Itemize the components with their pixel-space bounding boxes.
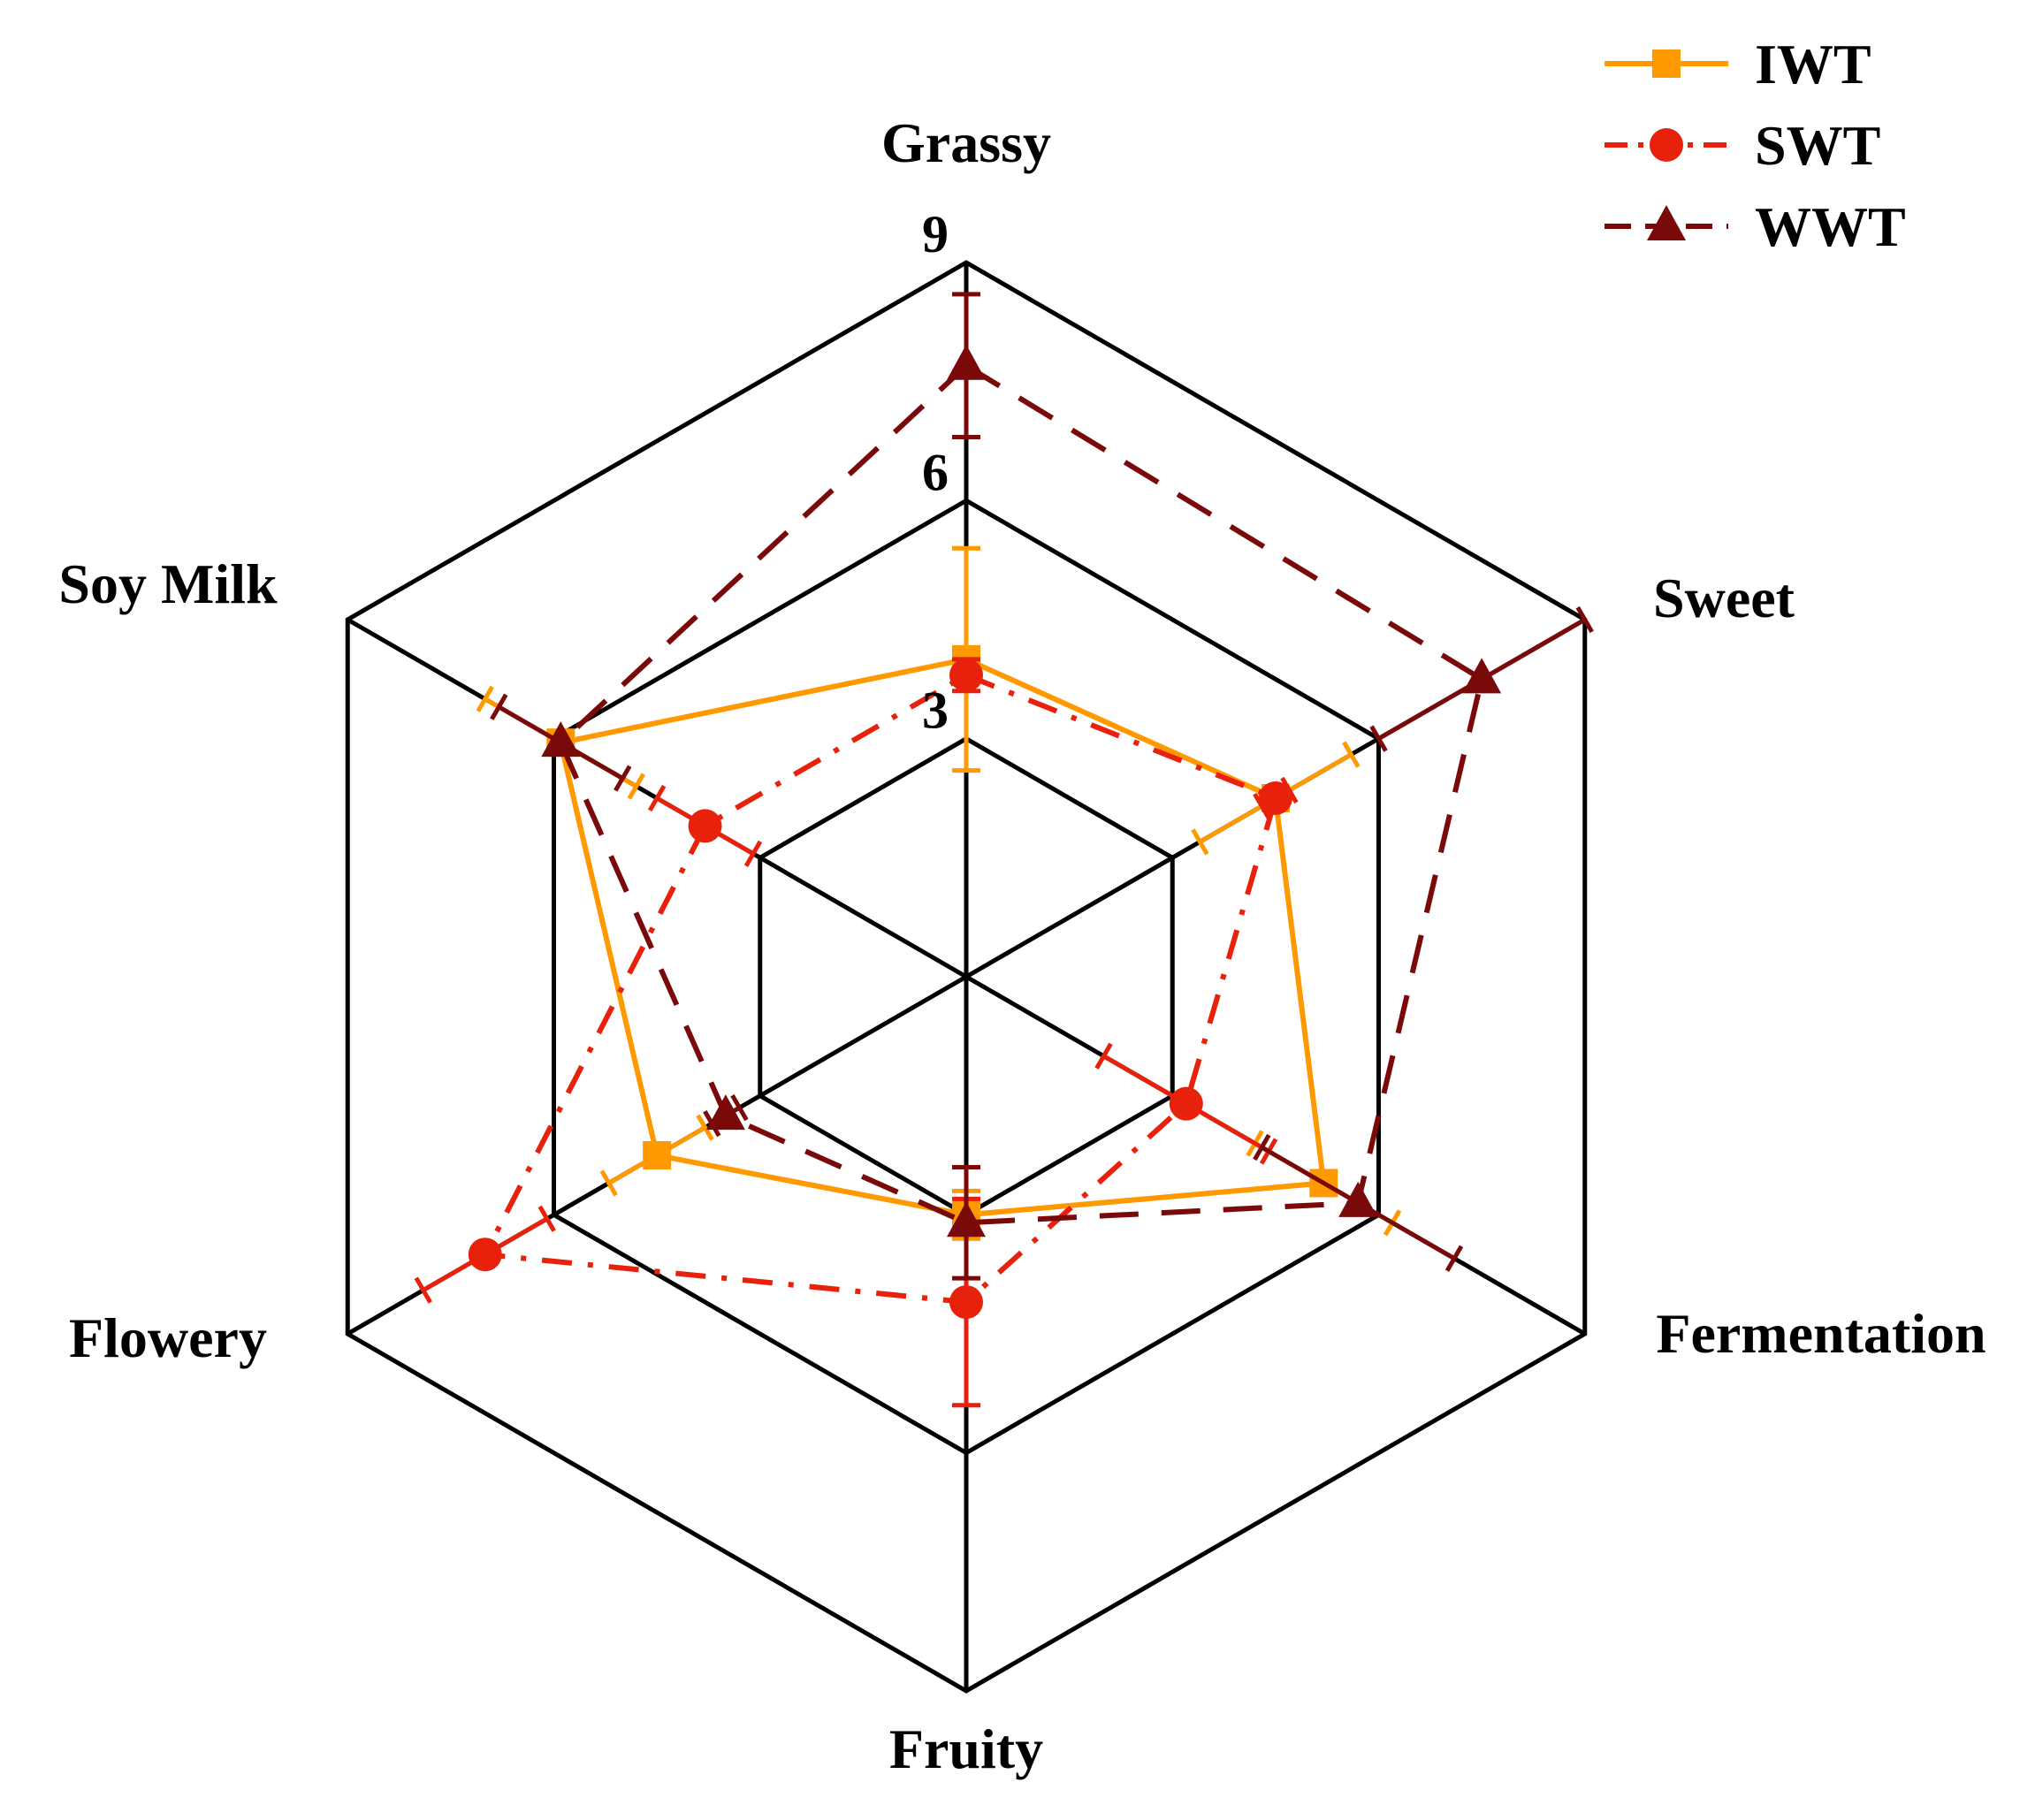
marker-wwt-grassy [947,344,986,380]
axis-label-flowery: Flowery [69,1306,267,1369]
error-cap-high-iwt-soy-milk [476,685,494,712]
tick-label-3: 3 [922,682,949,740]
tick-label-6: 6 [922,443,949,501]
series-iwt [476,545,1402,1241]
series-line-iwt [558,656,1327,1218]
series-swt [414,657,1299,1408]
error-cap-low-wwt-fermentation [1253,1133,1271,1161]
series-wwt [490,292,1594,1281]
series-line-wwt [558,362,1485,1226]
marker-wwt-sweet [1462,658,1502,694]
marker-iwt-flowery [643,1141,672,1169]
marker-swt-fermentation [1169,1086,1203,1121]
error-cap-low-swt-soy-milk [743,840,763,867]
marker-wwt-soy-milk [541,721,581,758]
marker-swt-soy-milk [688,809,722,843]
error-cap-low-wwt-sweet [1369,725,1388,752]
marker-swt-grassy [949,658,983,692]
error-cap-high-wwt-sweet [1575,605,1594,634]
axis-label-grassy: Grassy [881,111,1051,174]
marker-swt-flowery [468,1237,502,1272]
error-cap-high-swt-soy-milk [647,784,667,812]
legend-label-swt: SWT [1755,114,1880,177]
axis-label-sweet: Sweet [1653,567,1795,629]
error-cap-low-iwt-soy-milk [627,773,645,800]
error-cap-low-wwt-flowery [730,1094,749,1122]
marker-wwt-fermentation [1338,1181,1378,1217]
error-cap-low-iwt-sweet [1191,828,1209,856]
axis-label-soy-milk: Soy Milk [58,552,278,615]
legend-label-wwt: WWT [1755,195,1906,258]
error-cap-high-wwt-soy-milk [490,693,508,720]
error-cap-high-iwt-sweet [1342,741,1361,768]
error-cap-high-wwt-fermentation [1444,1245,1464,1272]
error-cap-high-iwt-flowery [599,1169,618,1197]
error-cap-low-wwt-soy-milk [614,765,632,792]
legend-marker-swt [1650,128,1683,162]
legend-label-iwt: IWT [1755,33,1871,95]
error-cap-low-swt-fermentation [1094,1042,1113,1070]
axis-label-fruity: Fruity [889,1717,1043,1780]
marker-swt-sweet [1258,781,1292,815]
legend: IWT SWT WWT [1605,33,1906,258]
error-cap-low-iwt-flowery [696,1114,714,1141]
tick-labels: 3 6 9 [922,205,949,740]
legend-marker-wwt [1647,205,1686,240]
axis-label-fermentation: Fermentation [1656,1302,1986,1365]
marker-swt-fruity [949,1285,983,1320]
radar-grid [345,260,1588,1694]
legend-marker-iwt [1652,49,1681,78]
tick-label-9: 9 [922,205,949,263]
error-cap-low-swt-flowery [537,1205,556,1232]
error-cap-high-swt-flowery [414,1276,432,1304]
marker-wwt-flowery [705,1094,745,1131]
marker-wwt-fruity [947,1201,986,1237]
